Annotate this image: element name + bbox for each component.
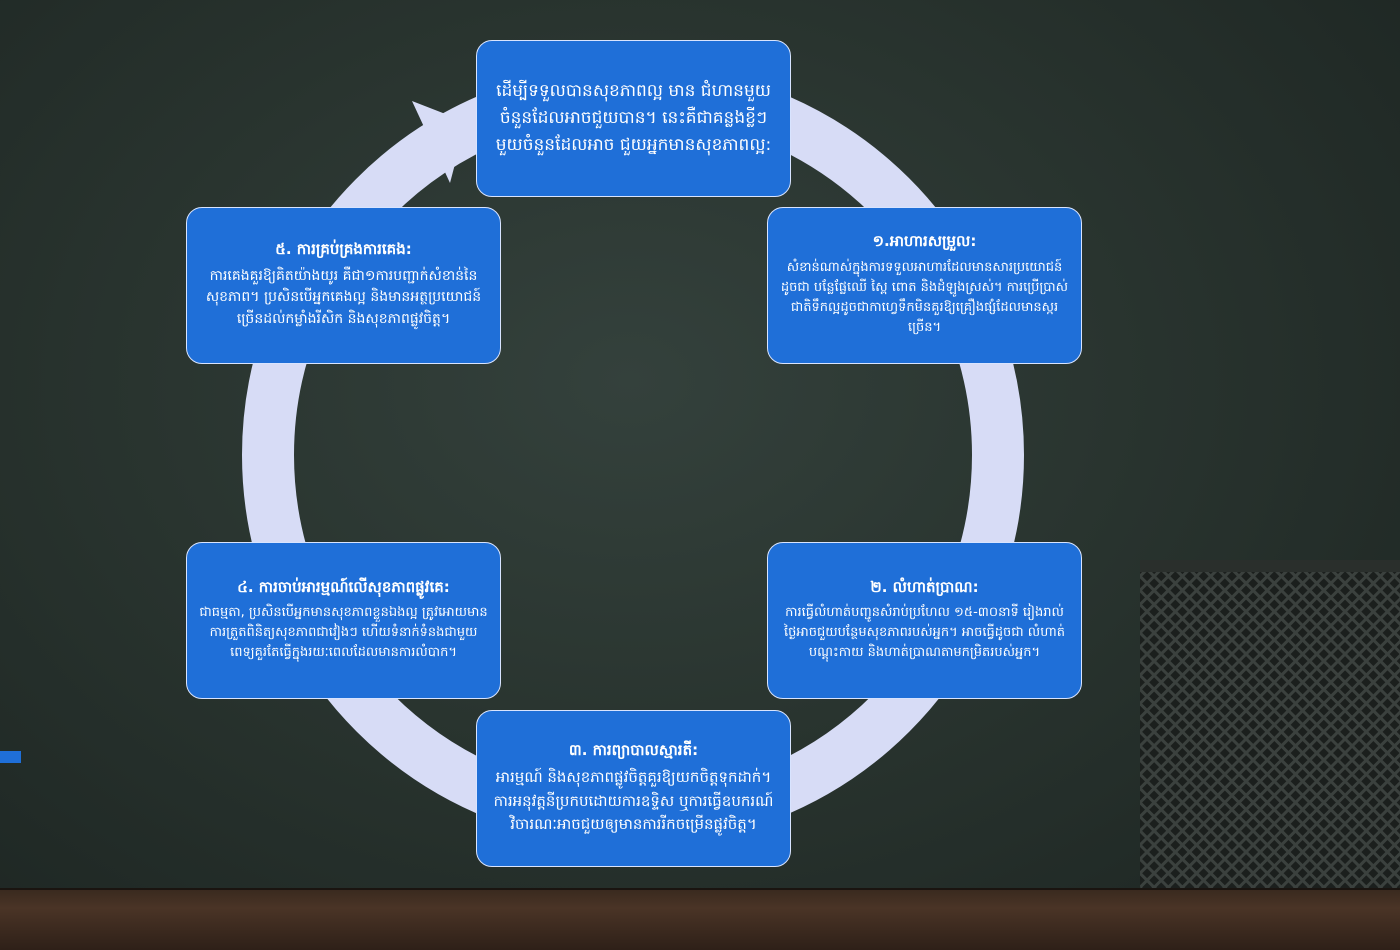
accent-marker bbox=[0, 751, 21, 763]
step-1-box: ១.អាហារសម្រួល: សំខាន់ណាស់ក្នុងការទទួលអាហ… bbox=[767, 207, 1082, 364]
step-4-box: ៤. ការចាប់អារម្មណ៍លើសុខភាពផ្លូវគេ: ជាធម្… bbox=[186, 542, 501, 699]
step-5-box: ៥. ការគ្រប់គ្រងការគេង: ការគេងគួរឱ្យគិតយ៉… bbox=[186, 207, 501, 364]
step-4-text: ជាធម្មតា, ប្រសិនបើអ្នកមានសុខភាពខ្លួនឯងល្… bbox=[199, 605, 488, 661]
step-3-title: ៣. ការព្យាបាលស្មារតី: bbox=[568, 740, 699, 759]
step-2-box: ២. លំហាត់ប្រាណ: ការធ្វើលំហាត់បញ្ជូនសំរាប… bbox=[767, 542, 1082, 699]
step-3-text: អារម្មណ៍ និងសុខភាពផ្លូវចិត្តគួរឱ្យយកចិត្… bbox=[493, 768, 774, 833]
cycle-arrowhead bbox=[412, 101, 466, 183]
center-intro-box: ដើម្បីទទួលបានសុខភាពល្អ មាន ជំហានមួយចំនួន… bbox=[476, 40, 791, 197]
step-1-text: សំខាន់ណាស់ក្នុងការទទួលអាហារដែលមានសារប្រយ… bbox=[780, 259, 1069, 336]
step-5-text: ការគេងគួរឱ្យគិតយ៉ាងយូរ គឺជា១ការបញ្ជាក់សំ… bbox=[205, 267, 482, 328]
step-4-title: ៤. ការចាប់អារម្មណ៍លើសុខភាពផ្លូវគេ: bbox=[237, 577, 450, 596]
wooden-shelf bbox=[0, 890, 1400, 950]
step-2-title: ២. លំហាត់ប្រាណ: bbox=[870, 577, 979, 596]
pencil-cup-image bbox=[1140, 560, 1400, 895]
step-5-title: ៥. ការគ្រប់គ្រងការគេង: bbox=[275, 240, 412, 259]
center-intro-text: ដើម្បីទទួលបានសុខភាពល្អ មាន ជំហានមួយចំនួន… bbox=[495, 80, 772, 156]
step-1-title: ១.អាហារសម្រួល: bbox=[872, 232, 977, 251]
step-2-text: ការធ្វើលំហាត់បញ្ជូនសំរាប់ប្រហែល ១៥-៣០នាទ… bbox=[784, 605, 1065, 661]
step-3-box: ៣. ការព្យាបាលស្មារតី: អារម្មណ៍ និងសុខភាព… bbox=[476, 710, 791, 867]
